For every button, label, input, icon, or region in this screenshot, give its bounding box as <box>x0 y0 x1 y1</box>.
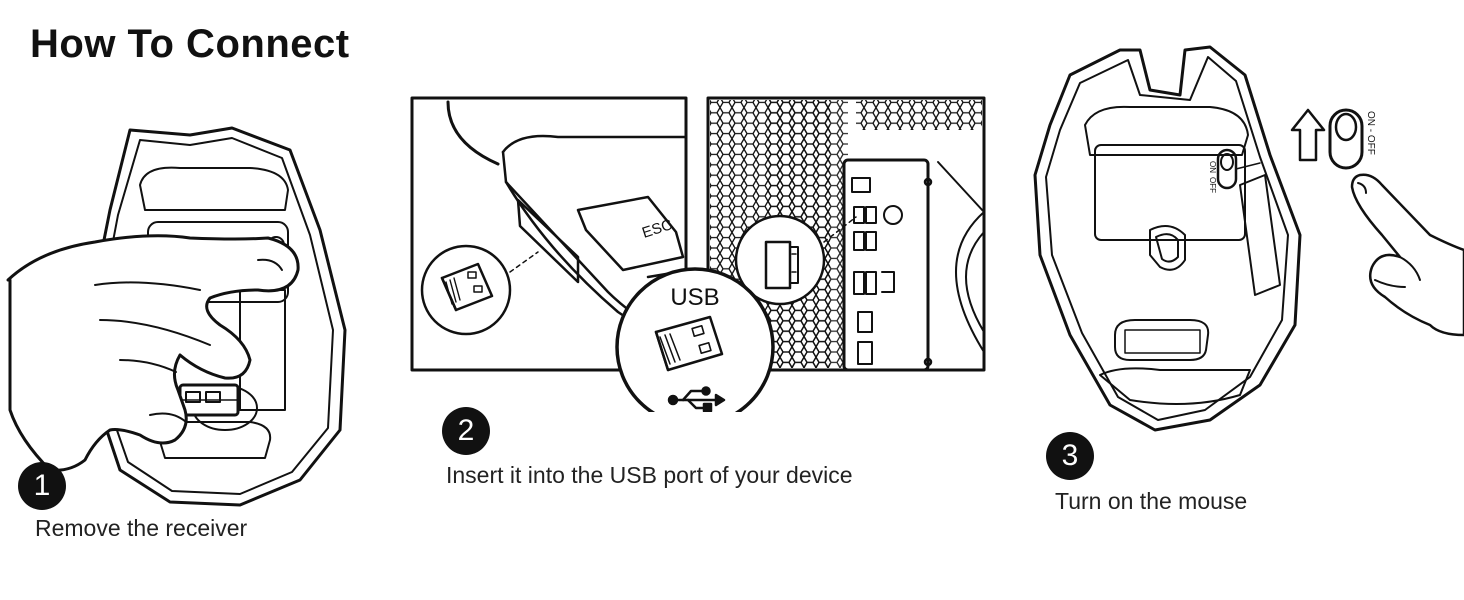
mouse-outline <box>1033 45 1302 432</box>
switch-vertical-label: ON - OFF <box>1365 111 1376 155</box>
step1-number-badge: 1 <box>18 462 66 510</box>
hand <box>6 234 300 472</box>
step3-caption: Turn on the mouse <box>1055 488 1248 514</box>
laptop-usb-port <box>516 198 580 284</box>
hand <box>1350 173 1464 337</box>
switch-detail <box>1328 108 1364 170</box>
mouse-switch-off: OFF <box>1208 177 1217 193</box>
step3-number-badge: 3 <box>1046 432 1094 480</box>
usb-label: USB <box>670 284 719 311</box>
step2-caption: Insert it into the USB port of your devi… <box>446 462 853 488</box>
step2-illustration: ESC <box>410 96 986 412</box>
arrow-up-icon <box>1290 108 1326 162</box>
step1-caption: Remove the receiver <box>35 515 248 541</box>
esc-key <box>576 195 685 272</box>
step1-illustration <box>6 126 347 507</box>
page-title: How To Connect <box>30 22 350 66</box>
step2-number-badge: 2 <box>442 407 490 455</box>
mouse-switch-on: ON <box>1208 161 1217 173</box>
laptop-panel <box>410 96 688 372</box>
step3-illustration: ON OFF ON - OFF <box>1033 45 1464 432</box>
usb-symbol-icon <box>667 386 726 412</box>
